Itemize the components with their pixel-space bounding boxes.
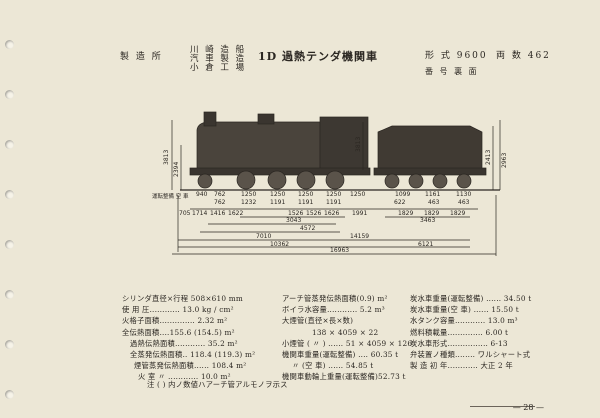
dim-label: 10362 (270, 241, 289, 248)
dim-label: 1250 (270, 191, 285, 198)
spec-line: 過熱伝熱面積‥‥‥‥‥‥ 35.2 m² (130, 338, 238, 348)
dim-label: 1416 (210, 210, 225, 217)
spec-line: 煙管蒸発伝熱面積‥‥‥ 108.4 m² (134, 361, 247, 371)
spec-line: ボイラ水容量‥‥‥‥‥‥ 5.2 m³ (282, 305, 385, 315)
dim-label: 1829 (398, 210, 413, 217)
spec-line: 炭水車形式‥‥‥‥‥‥‥‥ 6-13 (410, 338, 508, 348)
spec-line: 138 × 4059 × 22 (312, 327, 379, 337)
dim-label: 1191 (270, 199, 285, 206)
dim-label: 1526 (288, 210, 303, 217)
dim-label: 1829 (424, 210, 439, 217)
dim-label: 1250 (326, 191, 341, 198)
driving-wheel (236, 170, 256, 190)
dim-label: 1191 (326, 199, 341, 206)
dim-label: 1130 (456, 191, 471, 198)
dim-label: 1250 (350, 191, 365, 198)
dim-label: 1626 (324, 210, 339, 217)
tender (377, 125, 483, 173)
dim-label: 622 (394, 199, 406, 206)
side-label: 運転整備 空 車 (152, 192, 189, 200)
dim-label: 1099 (395, 191, 410, 198)
dim-label: 940 (196, 191, 208, 198)
spec-line: 炭水車重量(運転整備) ‥‥‥ 34.50 t (410, 294, 532, 303)
tender-wheel (408, 173, 424, 189)
spec-line: 製 造 初 年‥‥‥‥‥‥ 大正 2 年 (410, 361, 513, 371)
dim-label: 1714 (192, 210, 207, 217)
dim-label: 705 (179, 210, 191, 217)
footer-rule (470, 406, 535, 407)
tender-frame (373, 167, 487, 176)
count-label: 両 数 462 (496, 51, 551, 61)
dim-label: 3813 (355, 137, 362, 152)
spec-line: 火 室 〃 ‥‥‥‥‥‥ 10.0 m² (138, 372, 231, 382)
dim-label: 1232 (241, 199, 256, 206)
spec-line: 弁装置ノ種類‥‥‥‥ ワルシャート式 (410, 350, 531, 360)
page-number: — 28 — (512, 403, 544, 412)
spec-line: 水タンク容量‥‥‥‥‥‥ 13.0 m³ (410, 316, 518, 326)
dim-label: 1622 (228, 210, 243, 217)
dim-label: 16963 (330, 247, 349, 254)
driving-wheel (267, 170, 287, 190)
spec-column-2: アーチ管蒸発伝熱面積(0.9) m² ボイラ水容量‥‥‥‥‥‥ 5.2 m³ 大… (282, 293, 412, 383)
dim-label: 1191 (298, 199, 313, 206)
dim-label: 762 (214, 191, 226, 198)
tender-wheel (432, 173, 448, 189)
spec-line: シリンダ直径×行程 508×610 mm (122, 294, 243, 303)
spec-line: 全伝熱面積‥‥155.6 (154.5) m² (122, 327, 235, 337)
spec-line: 火格子面積‥‥‥‥‥‥‥ 2.32 m² (122, 316, 228, 326)
spec-line: 小煙管 ( 〃 ) ‥‥‥ 51 × 4059 × 126 (282, 338, 413, 348)
dim-label: 2413 (485, 150, 492, 165)
dim-label: 762 (214, 199, 226, 206)
dim-label: 14159 (350, 233, 369, 240)
dim-label: 7010 (256, 233, 271, 240)
cab (319, 116, 369, 174)
maker-label: 製 造 所 (120, 52, 163, 62)
dim-label: 3463 (420, 217, 435, 224)
maker-name: 小 倉 工 場 (190, 63, 247, 73)
driving-wheel (325, 170, 345, 190)
footnote: 注 ( ) 内ノ数値ハアーチ管アルモノヲ示ス (147, 380, 288, 389)
dim-label: 3813 (163, 150, 170, 165)
maker-list: 川 崎 造 船 汽 車 製 造 小 倉 工 場 (190, 46, 246, 73)
page-title: 1D 過熱テンダ機関車 (258, 50, 379, 63)
tender-wheel (384, 173, 400, 189)
spec-line: 大煙管(直径×長×数) (282, 316, 354, 326)
dim-label: 1161 (425, 191, 440, 198)
spec-line: アーチ管蒸発伝熱面積(0.9) m² (282, 294, 388, 303)
spec-line: 燃料積載量‥‥‥‥‥‥‥ 6.00 t (410, 327, 509, 337)
boiler-shape (196, 121, 321, 170)
dim-label: 1991 (352, 210, 367, 217)
leading-wheel (197, 173, 213, 189)
dim-label: 3043 (286, 217, 301, 224)
maker-name: 汽 車 製 造 (190, 54, 247, 64)
spec-line: 〃 (空 車) ‥‥‥ 54.85 t (292, 361, 374, 371)
spec-line: 機関車動輪上重量(運転整備)52.73 t (282, 372, 406, 382)
dim-label: 2394 (173, 162, 180, 177)
dim-label: 1250 (241, 191, 256, 198)
dim-label: 463 (428, 199, 440, 206)
spec-column-1: シリンダ直径×行程 508×610 mm 使 用 圧‥‥‥‥‥‥ 13.0 kg… (122, 293, 255, 383)
dim-label: 1250 (298, 191, 313, 198)
driving-wheel (296, 170, 316, 190)
dim-label: 6121 (418, 241, 433, 248)
maker-name: 川 崎 造 船 (190, 45, 247, 55)
smokestack (203, 111, 217, 127)
spec-line: 炭水車重量(空 車) ‥‥‥ 15.50 t (410, 305, 519, 315)
number-note: 番 号 裏 面 (425, 67, 479, 76)
dim-label: 1526 (306, 210, 321, 217)
form-label: 形 式 9600 (425, 51, 488, 61)
spec-line: 機関車重量(運転整備) ‥‥ 60.35 t (282, 350, 399, 360)
dim-label: 2963 (501, 153, 508, 168)
tender-wheel (456, 173, 472, 189)
spec-column-3: 炭水車重量(運転整備) ‥‥‥ 34.50 t 炭水車重量(空 車) ‥‥‥ 1… (410, 293, 531, 371)
dim-label: 4572 (300, 225, 315, 232)
dim-label: 1829 (450, 210, 465, 217)
dim-label: 463 (458, 199, 470, 206)
spec-line: 使 用 圧‥‥‥‥‥‥ 13.0 kg / cm² (122, 305, 234, 315)
steam-dome (257, 113, 275, 125)
spec-line: 全蒸発伝熱面積‥ 118.4 (119.3) m² (130, 350, 256, 360)
